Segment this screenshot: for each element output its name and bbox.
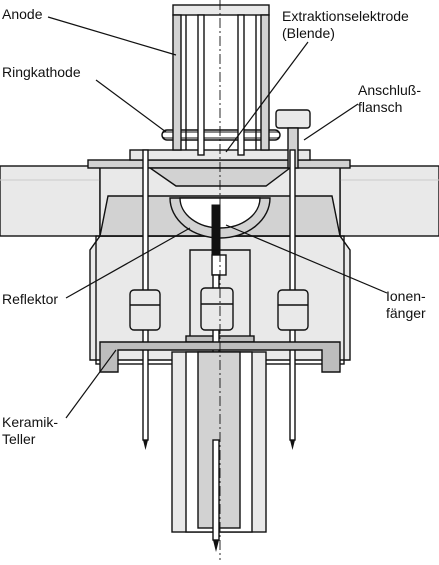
label-anode: Anode (2, 6, 43, 22)
label-flange-line1: Anschluß- (358, 82, 422, 98)
leader-reflector (65, 227, 191, 299)
label-ion-catcher-line2: fänger (386, 305, 426, 321)
connection-flange (0, 165, 439, 237)
anode-rod-inner-left (197, 14, 205, 156)
anode-cage (172, 4, 270, 156)
label-ceramic-line1: Keramik- (2, 414, 59, 430)
leader-extraction (225, 41, 309, 153)
ceramic-plate (99, 341, 341, 373)
anode-rod-inner-right (237, 14, 245, 156)
anode-rod-left (172, 14, 182, 151)
label-ion-catcher-line1: Ionen- (386, 288, 426, 304)
leader-ring-cathode (95, 79, 167, 133)
label-extraction-line2: (Blende) (282, 25, 335, 41)
top-plate (87, 159, 351, 169)
leader-ion-catcher (225, 224, 388, 294)
feedthrough-right (277, 149, 309, 450)
label-ion-catcher: Ionen- fänger (386, 288, 426, 322)
label-ceramic-plate: Keramik- Teller (2, 414, 58, 448)
anode-top-bar (172, 4, 270, 16)
label-extraction-electrode: Extraktionselektrode (Blende) (282, 8, 409, 42)
leader-ceramic (65, 349, 117, 419)
label-ring-cathode: Ringkathode (2, 64, 81, 80)
ring-cathode (161, 129, 281, 141)
label-ceramic-line2: Teller (2, 431, 36, 447)
label-extraction-line1: Extraktionselektrode (282, 8, 409, 24)
anode-rod-right (260, 14, 270, 151)
label-flange-line2: flansch (358, 99, 403, 115)
flange-left (0, 165, 101, 237)
flange-right (339, 165, 439, 237)
label-reflector: Reflektor (2, 291, 59, 307)
feedthrough-left (129, 149, 161, 450)
leader-anode (47, 16, 177, 56)
label-connection-flange: Anschluß- flansch (358, 82, 421, 116)
leader-flange (303, 103, 359, 141)
leader-lines (47, 16, 388, 419)
lower-stem (171, 351, 267, 552)
